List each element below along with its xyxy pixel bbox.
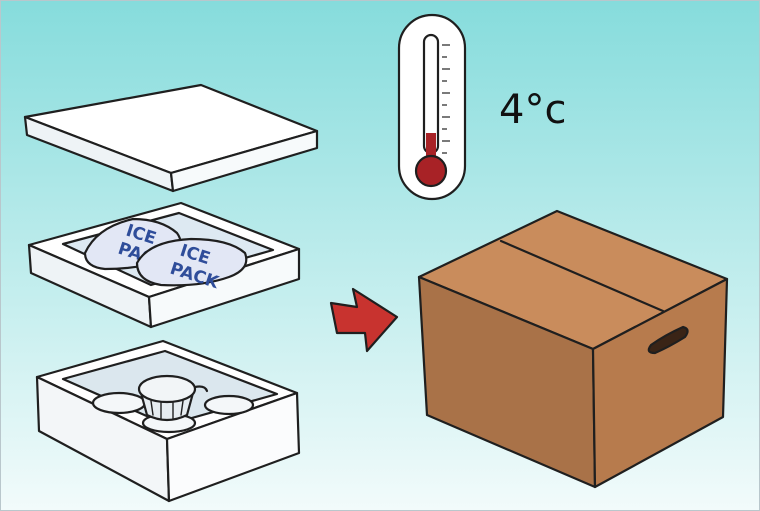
- cardboard-box: [417, 209, 729, 489]
- foam-lid: [23, 83, 319, 193]
- foam-base: [35, 339, 301, 503]
- arrow-right-icon: [329, 287, 399, 353]
- ice-pack-2: ICE PACK: [135, 237, 248, 293]
- temperature-label: 4°c: [499, 87, 566, 133]
- thermometer-icon: [397, 13, 467, 201]
- ice-pack-tray: ICE PACK ICE PACK: [27, 201, 301, 329]
- cups: [91, 374, 255, 434]
